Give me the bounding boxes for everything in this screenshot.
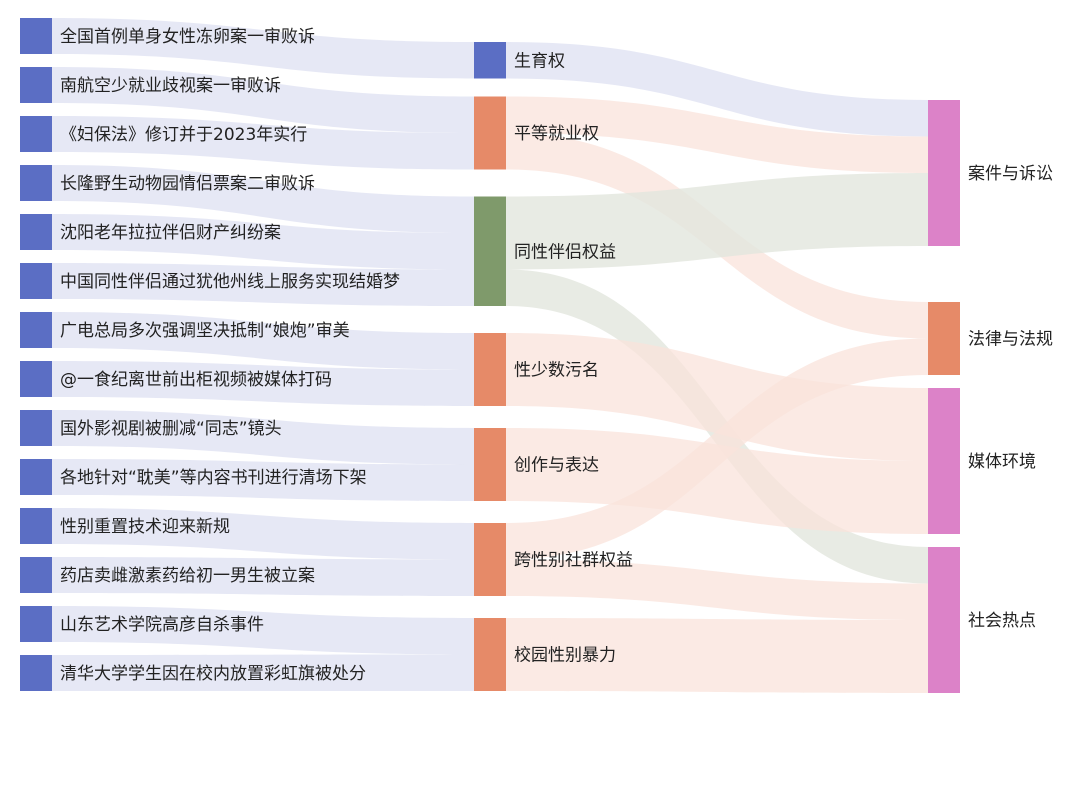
link-e1-m1 [52, 18, 474, 79]
link-e4-m3 [52, 165, 474, 233]
node-label-e3: 《妇保法》修订并于2023年实行 [60, 125, 307, 145]
node-e1[interactable] [20, 18, 52, 54]
node-label-r4: 社会热点 [968, 611, 1036, 631]
node-m6[interactable] [474, 523, 506, 596]
node-label-e5: 沈阳老年拉拉伴侣财产纠纷案 [60, 223, 281, 243]
node-label-e8: @一食纪离世前出柜视频被媒体打码 [60, 370, 332, 390]
link-m1-r1 [506, 42, 928, 137]
node-m5[interactable] [474, 428, 506, 501]
link-m5-r3 [506, 428, 928, 534]
link-m6-r4 [506, 559, 928, 620]
link-m4-r3 [506, 333, 928, 461]
node-e2[interactable] [20, 67, 52, 103]
node-m2[interactable] [474, 96, 506, 170]
node-e9[interactable] [20, 410, 52, 446]
link-e10-m5 [52, 459, 474, 501]
node-m3[interactable] [474, 196, 506, 307]
node-label-e9: 国外影视剧被删减“同志”镜头 [60, 419, 282, 439]
link-e8-m4 [52, 361, 474, 406]
node-r1[interactable] [928, 100, 960, 246]
node-label-m2: 平等就业权 [514, 124, 599, 144]
node-label-e2: 南航空少就业歧视案一审败诉 [60, 76, 281, 96]
node-e5[interactable] [20, 214, 52, 250]
node-label-m5: 创作与表达 [514, 456, 599, 476]
node-e13[interactable] [20, 606, 52, 642]
node-label-e13: 山东艺术学院高彦自杀事件 [60, 615, 264, 635]
node-label-m4: 性少数污名 [514, 361, 599, 381]
link-m3-r1 [506, 173, 928, 270]
link-e13-m7 [52, 606, 474, 655]
node-r4[interactable] [928, 547, 960, 693]
link-m6-r2 [506, 338, 928, 560]
node-label-e11: 性别重置技术迎来新规 [60, 517, 230, 537]
link-e11-m6 [52, 508, 474, 560]
link-e5-m3 [52, 214, 474, 270]
node-label-e14: 清华大学学生因在校内放置彩虹旗被处分 [60, 664, 366, 684]
node-r2[interactable] [928, 302, 960, 375]
node-m7[interactable] [474, 618, 506, 691]
node-e8[interactable] [20, 361, 52, 397]
node-e12[interactable] [20, 557, 52, 593]
node-e4[interactable] [20, 165, 52, 201]
link-e6-m3 [52, 263, 474, 306]
node-m4[interactable] [474, 333, 506, 406]
link-e2-m2 [52, 67, 474, 133]
node-e11[interactable] [20, 508, 52, 544]
link-e7-m4 [52, 312, 474, 370]
link-e3-m2 [52, 116, 474, 170]
node-label-m7: 校园性别暴力 [514, 646, 616, 666]
node-r3[interactable] [928, 388, 960, 534]
node-label-m6: 跨性别社群权益 [514, 551, 633, 571]
node-label-r1: 案件与诉讼 [968, 164, 1053, 184]
node-label-r3: 媒体环境 [968, 452, 1036, 472]
node-label-e12: 药店卖雌激素药给初一男生被立案 [60, 566, 315, 586]
sankey-nodes: 全国首例单身女性冻卵案一审败诉南航空少就业歧视案一审败诉《妇保法》修订并于202… [20, 18, 1053, 693]
node-e3[interactable] [20, 116, 52, 152]
node-label-e7: 广电总局多次强调坚决抵制“娘炮”审美 [60, 321, 350, 341]
link-m2-r1 [506, 96, 928, 173]
node-e10[interactable] [20, 459, 52, 495]
link-e12-m6 [52, 557, 474, 596]
node-label-e10: 各地针对“耽美”等内容书刊进行清场下架 [60, 468, 367, 488]
sankey-links [52, 18, 928, 693]
node-m1[interactable] [474, 42, 506, 79]
node-label-r2: 法律与法规 [968, 330, 1053, 350]
link-m7-r4 [506, 618, 928, 693]
link-e14-m7 [52, 654, 474, 691]
node-label-e6: 中国同性伴侣通过犹他州线上服务实现结婚梦 [60, 272, 400, 292]
node-e7[interactable] [20, 312, 52, 348]
node-e6[interactable] [20, 263, 52, 299]
node-label-e4: 长隆野生动物园情侣票案二审败诉 [60, 174, 315, 194]
node-e14[interactable] [20, 655, 52, 691]
node-label-m1: 生育权 [514, 51, 565, 71]
link-e9-m5 [52, 410, 474, 465]
node-label-m3: 同性伴侣权益 [514, 242, 616, 262]
node-label-e1: 全国首例单身女性冻卵案一审败诉 [60, 27, 315, 47]
